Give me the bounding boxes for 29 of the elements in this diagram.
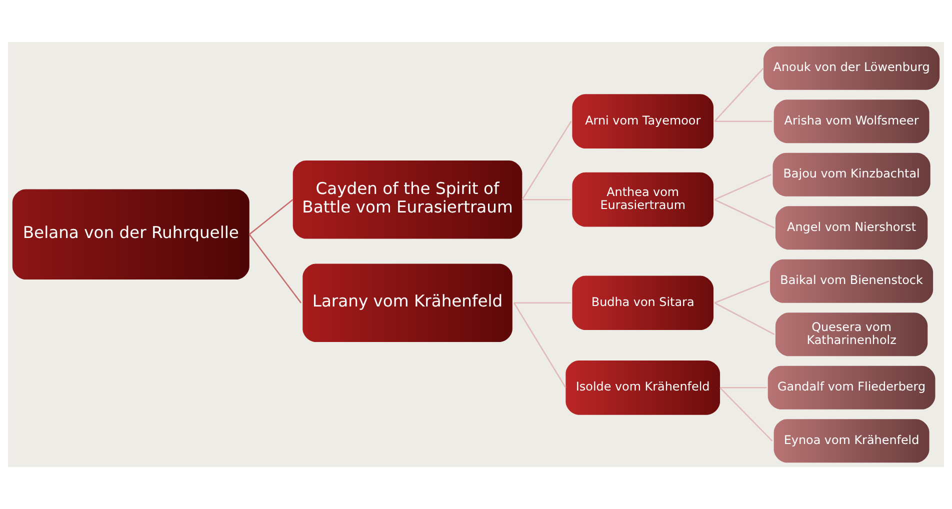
node-box: Eynoa vom Krähenfeld — [774, 419, 930, 463]
connector — [513, 302, 566, 388]
node-box: Isolde vom Krähenfeld — [566, 360, 720, 415]
connector — [522, 121, 572, 200]
connector — [248, 199, 294, 235]
connector — [720, 387, 773, 442]
connector — [714, 68, 764, 122]
node-box: Larany vom Krähenfeld — [302, 264, 512, 342]
node-box: Arisha vom Wolfsmeer — [774, 100, 930, 144]
node-box: Baikal vom Bienenstock — [770, 259, 934, 303]
connector — [714, 174, 772, 200]
connector — [720, 387, 767, 388]
connector — [522, 198, 572, 200]
node-box: Quesera vom Katharinenholz — [775, 312, 928, 356]
connector — [714, 280, 770, 304]
connector — [514, 302, 572, 304]
node-box: Belana von der Ruhrquelle — [12, 189, 250, 280]
connector — [714, 120, 772, 122]
connector — [714, 199, 775, 228]
connector — [714, 302, 775, 335]
node-box: Bajou vom Kinzbachtal — [772, 152, 930, 196]
node-box: Budha von Sitara — [572, 276, 714, 330]
node-box: Cayden of the Spirit of Battle vom Eurasiertraum — [292, 160, 522, 239]
node-box: Gandalf vom Fliederberg — [768, 366, 936, 410]
node-box: Arni vom Tayemoor — [572, 94, 714, 149]
node-box: Anthea vom Eurasiertraum — [572, 172, 714, 227]
node-box: Anouk von der Löwenburg — [764, 46, 940, 90]
connector — [248, 234, 302, 304]
node-box: Angel vom Niershorst — [775, 206, 928, 250]
